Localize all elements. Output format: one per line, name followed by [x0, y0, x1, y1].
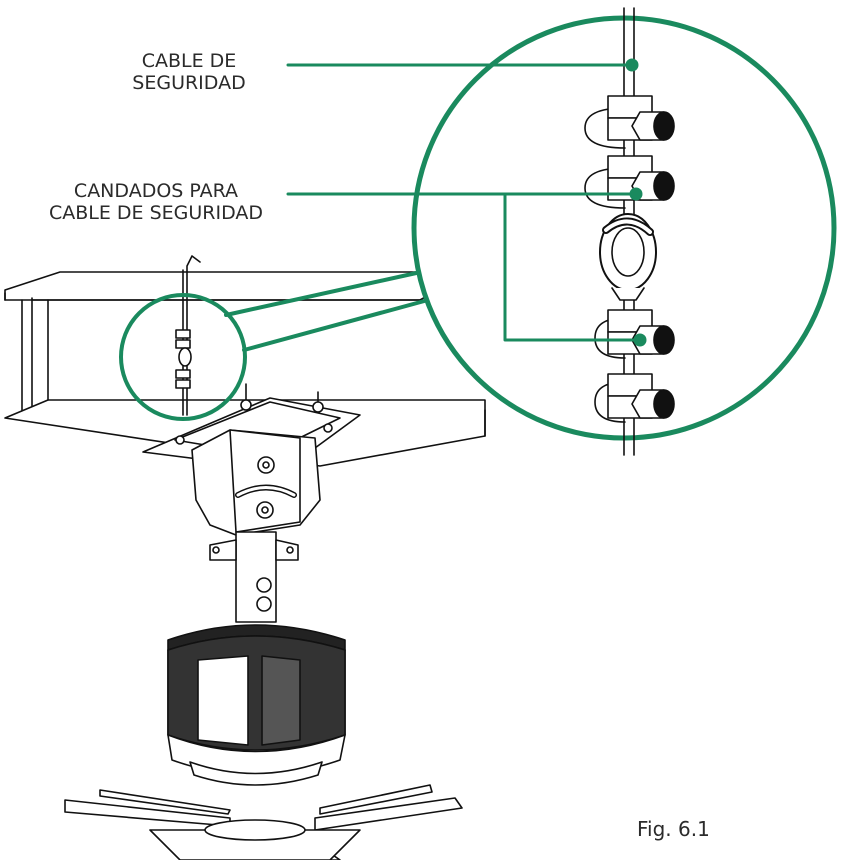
label-safety-cable-line-2: SEGURIDAD [132, 72, 246, 94]
callout-connector-top [224, 268, 432, 317]
high-bay-luminaire [167, 624, 346, 786]
label-leader-cable-locks [286, 187, 647, 347]
figure-caption: Fig. 6.1 [637, 817, 710, 841]
mounting-pipe [209, 531, 299, 623]
detail-callout-circle [119, 293, 247, 421]
magnified-thimble-loop [599, 213, 657, 301]
magnified-cable [584, 7, 675, 456]
label-cable-locks-line-2: CABLE DE SEGURIDAD [48, 202, 264, 224]
mounting-bracket [191, 429, 321, 536]
callout-connector-bottom [242, 298, 430, 352]
magnified-lock-3 [594, 309, 675, 359]
label-cable-locks: CANDADOS PARA CABLE DE SEGURIDAD [22, 180, 290, 224]
label-leader-safety-cable [286, 58, 639, 72]
label-safety-cable-line-1: CABLE DE [141, 50, 237, 72]
fixture-arms [64, 784, 463, 860]
magnified-lock-4 [594, 373, 675, 423]
magnified-lock-1 [584, 95, 675, 149]
label-safety-cable: CABLE DE SEGURIDAD [104, 50, 274, 94]
small-lock-bottom [175, 369, 191, 389]
label-cable-locks-line-1: CANDADOS PARA [73, 180, 239, 202]
